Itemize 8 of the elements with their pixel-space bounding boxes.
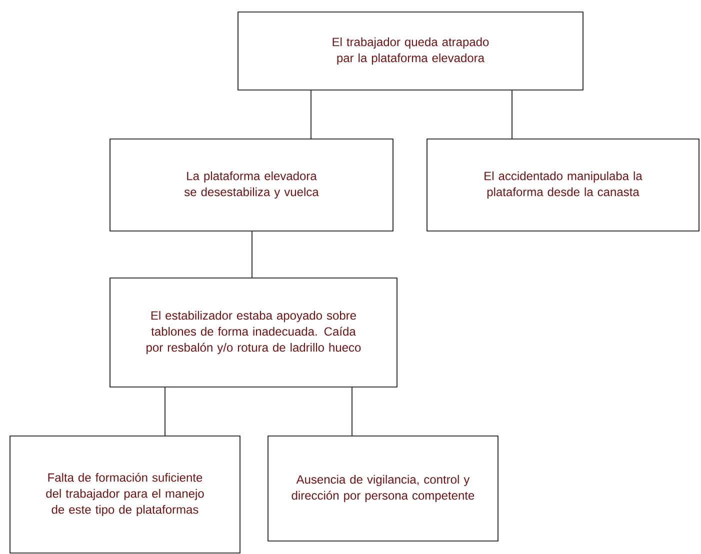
connector-line bbox=[310, 90, 312, 139]
text-box: El estabilizador estaba apoyado sobre tablones de forma inadecuada. Caída por resbalón y/o rotura de ladrillo hueco bbox=[110, 278, 398, 388]
text-box: El accidentado manipulaba la plataforma desde la canasta bbox=[426, 138, 700, 232]
text-box: El trabajador queda atrapado par la plataforma elevadora bbox=[238, 12, 584, 90]
text-box: La plataforma elevadora se desestabiliza y vuelca bbox=[110, 138, 394, 232]
connector-line bbox=[164, 387, 166, 436]
text-box: Falta de formación suficiente del trabajador para el manejo de este tipo de plataformas bbox=[10, 436, 240, 554]
text-box: Ausencia de vigilancia, control y dirección por persona competente bbox=[268, 436, 498, 542]
